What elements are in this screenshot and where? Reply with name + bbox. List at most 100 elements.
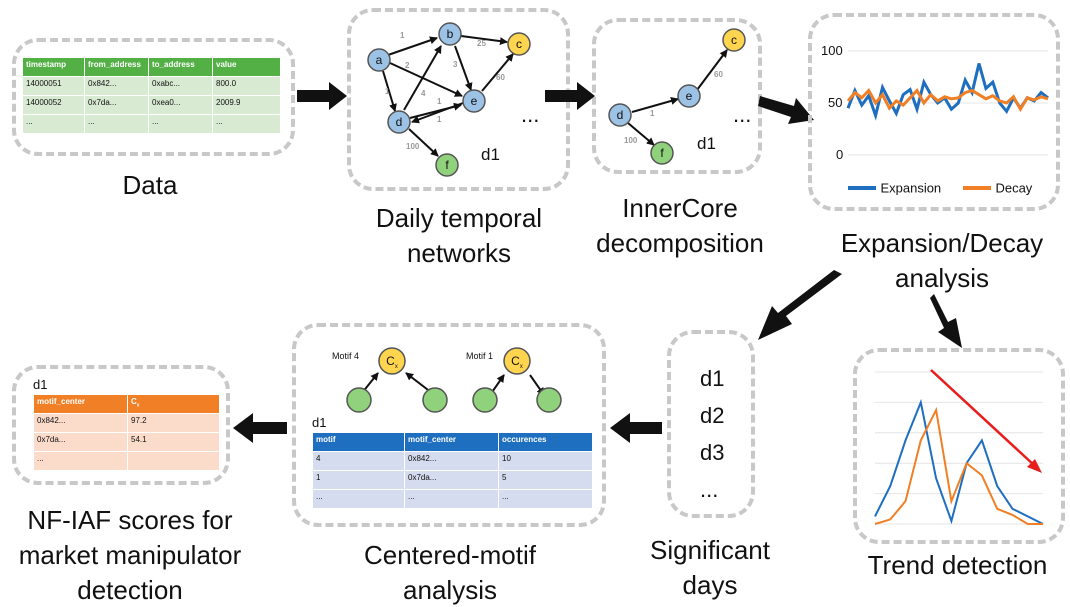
flow-arrow-2 xyxy=(545,82,595,110)
motif-center-label: C xyxy=(386,354,395,368)
motif-panel xyxy=(292,323,606,527)
table-row: 0x842... 97.2 xyxy=(33,413,220,433)
table-cell: 10 xyxy=(498,451,593,471)
table-header-cell: occurences xyxy=(498,432,593,452)
svg-text:f: f xyxy=(445,158,449,172)
table-cell: 0xea0... xyxy=(148,95,213,115)
table-header-cell: motif xyxy=(312,432,405,452)
caption-sig-line1: Significant xyxy=(650,535,770,565)
table-row: ... xyxy=(33,451,220,471)
caption-inner-line2: decomposition xyxy=(596,228,764,258)
y-tick-label: 0 xyxy=(836,147,844,162)
svg-text:d: d xyxy=(396,115,403,129)
caption-nf-line3: detection xyxy=(77,575,183,605)
day-item: d3 xyxy=(700,440,725,465)
table-cell: 54.1 xyxy=(127,432,220,452)
svg-text:c: c xyxy=(731,33,737,47)
motif-day-label: d1 xyxy=(312,415,327,430)
innercore-graph: 60 1 100 c e d f d1 xyxy=(608,28,746,165)
edge-e-c xyxy=(696,49,728,91)
series-line-decay xyxy=(846,87,1049,113)
node-c: c xyxy=(722,28,746,52)
legend-expansion: Expansion xyxy=(848,179,941,197)
caption-daily-line2: networks xyxy=(406,238,512,268)
edge-d-f xyxy=(627,122,655,146)
edge-weight: 1 xyxy=(437,115,442,124)
caption-trend: Trend detection xyxy=(867,550,1048,580)
edge-b-c xyxy=(460,35,508,46)
table-row: 1 0x7da... 5 xyxy=(312,470,593,490)
nf-day-label: d1 xyxy=(33,377,48,392)
node-a: a xyxy=(367,48,391,72)
edge-weight: 1 xyxy=(650,109,655,118)
caption-daily-line1: Daily temporal xyxy=(375,203,543,233)
table-cell: 5 xyxy=(498,470,593,490)
legend-swatch xyxy=(963,185,991,190)
innercore-ellipsis: ... xyxy=(733,102,752,127)
edge-weight: 60 xyxy=(714,70,723,79)
caption-motif-line1: Centered-motif xyxy=(364,540,536,570)
table-cell: ... xyxy=(498,489,593,509)
motif4-leaf-node xyxy=(346,387,372,413)
table-row: ... ... ... xyxy=(312,489,593,509)
table-cell: ... xyxy=(148,114,213,134)
table-cell: 0x842... xyxy=(33,413,128,433)
table-cell: 0x842... xyxy=(404,451,499,471)
trend-arrow-head xyxy=(1027,459,1042,473)
table-row: ... ... ... ... xyxy=(22,114,281,134)
edge-weight: 25 xyxy=(477,39,486,48)
day-item: ... xyxy=(700,477,719,502)
table-row: 4 0x842... 10 xyxy=(312,451,593,471)
significant-days-list: d1 d2 d3 ... xyxy=(700,360,724,508)
table-cell: 0x842... xyxy=(84,76,149,96)
caption-nf-line2: market manipulator xyxy=(18,540,242,570)
table-row: 14000052 0x7da... 0xea0... 2009.9 xyxy=(22,95,281,115)
table-header-cell: to_address xyxy=(148,57,213,77)
svg-text:Cx: Cx xyxy=(386,354,398,370)
caption-sig-line2: days xyxy=(682,570,738,600)
table-cell: 800.0 xyxy=(212,76,281,96)
table-header-row: timestamp from_address to_address value xyxy=(22,57,281,77)
table-cell: 97.2 xyxy=(127,413,220,433)
table-cell: ... xyxy=(312,489,405,509)
table-header-row: motif motif_center occurences xyxy=(312,432,593,452)
motif-label: Motif 4 xyxy=(332,351,359,361)
caption-inner-line1: InnerCore xyxy=(622,193,738,223)
motif4-center-node xyxy=(378,347,406,375)
table-cell xyxy=(127,451,220,471)
table-cell: ... xyxy=(404,489,499,509)
svg-text:e: e xyxy=(471,94,478,108)
edge-a-d xyxy=(382,70,397,112)
edge-weight: 4 xyxy=(421,89,426,98)
node-d: d xyxy=(387,110,411,134)
motif4-leaf-node xyxy=(422,387,448,413)
edge-e-c xyxy=(481,53,514,92)
table-header-cell: from_address xyxy=(84,57,149,77)
node-b: b xyxy=(438,22,462,46)
trend-chart xyxy=(874,369,1044,525)
day-label: d1 xyxy=(697,134,716,153)
motif1-leaf-node xyxy=(472,387,498,413)
edge-weight: 1 xyxy=(400,31,405,40)
motif1-center-node xyxy=(503,347,531,375)
expansion-panel xyxy=(808,13,1060,211)
y-tick-label: 100 xyxy=(821,43,843,58)
edge-a-b xyxy=(387,36,438,56)
edge-weight: 100 xyxy=(624,136,638,145)
edge-weight: 1 xyxy=(437,97,442,106)
daily-network-graph: 1 25 2 3 60 1 4 1 1 100 a b c d e f d1 xyxy=(367,22,531,177)
day-label: d1 xyxy=(481,145,500,164)
table-cell: ... xyxy=(212,114,281,134)
table-header-cell: Cx xyxy=(127,394,220,414)
table-cell: 0xabc... xyxy=(148,76,213,96)
trend-series-line-0 xyxy=(874,398,1044,525)
table-header-row: motif_center Cx xyxy=(33,394,220,414)
edge-d-b xyxy=(403,45,442,111)
trend-series-line-1 xyxy=(874,406,1043,525)
svg-text:f: f xyxy=(660,146,664,160)
table-cell: ... xyxy=(33,451,128,471)
table-cell: 4 xyxy=(312,451,405,471)
trend-arrow xyxy=(930,369,1036,467)
node-f: f xyxy=(435,153,459,177)
nf-iaf-panel xyxy=(12,365,230,485)
